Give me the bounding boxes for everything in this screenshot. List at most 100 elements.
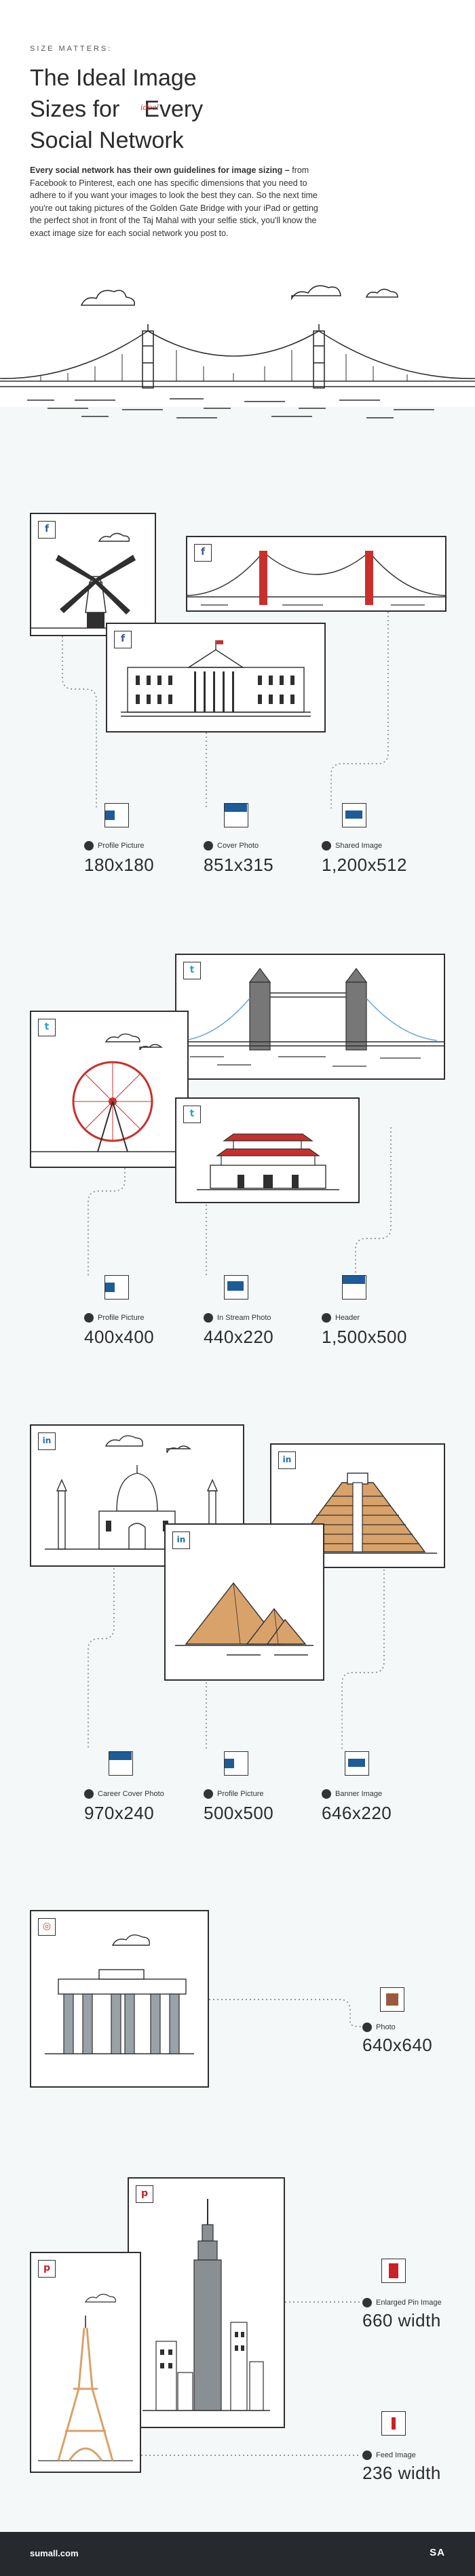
- dimension-icon: [342, 803, 366, 827]
- size-value: 236 width: [362, 2463, 441, 2483]
- ferris-wheel-illustration: [31, 1033, 187, 1152]
- dimension-icon: [104, 1275, 129, 1300]
- white-house-illustration: [121, 640, 311, 717]
- size-label: Banner Image: [335, 1790, 383, 1798]
- size-label: Shared Image: [335, 842, 383, 850]
- size-label: Feed Image: [376, 2451, 416, 2459]
- size-value: 180x180: [84, 855, 155, 875]
- twitter-icon: t: [38, 1019, 56, 1036]
- eiffel-tower-illustration: [38, 2293, 133, 2461]
- facebook-whitehouse-card: f: [106, 623, 326, 733]
- dimension-icon: [345, 1751, 369, 1776]
- pinterest-icon: p: [38, 2260, 56, 2278]
- facebook-icon: f: [38, 521, 56, 539]
- linkedin-career-cover-photo-info: Career Cover Photo 970x240: [84, 1751, 193, 1826]
- bullet-dot: [204, 1313, 213, 1323]
- brand-logo: SA: [430, 2547, 445, 2558]
- dimension-icon: [224, 1275, 248, 1300]
- size-value: 646x220: [322, 1803, 392, 1823]
- taj-mahal-illustration: [45, 1435, 229, 1550]
- size-value: 970x240: [84, 1803, 155, 1823]
- bullet-dot: [204, 1789, 213, 1799]
- bullet-dot: [204, 841, 213, 851]
- size-label: Profile Picture: [217, 1790, 264, 1798]
- footer: sumall.com SA: [0, 2532, 475, 2576]
- bullet-dot: [322, 1789, 331, 1799]
- bullet-dot: [322, 841, 331, 851]
- twitter-tower-bridge-card: t: [175, 954, 445, 1080]
- size-label: In Stream Photo: [217, 1314, 271, 1322]
- size-value: 1,500x500: [322, 1327, 407, 1347]
- twitter-in-stream-photo-info: In Stream Photo 440x220: [204, 1275, 305, 1350]
- pinterest-eiffel-card: p: [30, 2252, 141, 2473]
- facebook-connectors: [62, 612, 389, 808]
- pinterest-empire-state-card: p: [128, 2177, 285, 2428]
- linkedin-banner-image-info: Banner Image 646x220: [322, 1751, 423, 1826]
- bullet-dot: [362, 2298, 372, 2307]
- twitter-london-eye-card: t: [30, 1011, 189, 1168]
- size-value: 1,200x512: [322, 855, 407, 875]
- linkedin-profile-picture-info: Profile Picture 500x500: [204, 1751, 305, 1826]
- brandenburg-gate-illustration: [45, 1934, 194, 2054]
- size-value: 400x400: [84, 1327, 155, 1347]
- linkedin-icon: in: [172, 1531, 190, 1549]
- title-line-2: Sizes for Every: [30, 94, 288, 125]
- size-label: Header: [335, 1314, 360, 1322]
- giza-pyramids-illustration: [175, 1582, 314, 1656]
- tower-bridge-illustration: [176, 968, 444, 1067]
- bullet-dot: [84, 1789, 94, 1799]
- bullet-dot: [362, 2451, 372, 2460]
- dimension-icon: [104, 803, 129, 827]
- pinterest-connectors: [141, 2301, 360, 2456]
- size-value: 500x500: [204, 1803, 274, 1823]
- linkedin-connectors: [88, 1568, 385, 1750]
- twitter-header-info: Header 1,500x500: [322, 1275, 437, 1350]
- instagram-photo-info: Photo 640x640: [362, 1987, 464, 2062]
- instagram-connector: [209, 1999, 362, 2027]
- intro-paragraph: Every social network has their own guide…: [30, 164, 328, 239]
- red-bridge-illustration: [187, 551, 445, 606]
- twitter-connectors: [88, 1127, 392, 1276]
- dimension-icon: [224, 803, 248, 827]
- dimension-icon: [342, 1275, 366, 1300]
- forbidden-city-illustration: [197, 1133, 339, 1190]
- size-value: 440x220: [204, 1327, 274, 1347]
- pinterest-feed-image-info: Feed Image 236 width: [362, 2411, 464, 2486]
- dimension-icon: [381, 2259, 406, 2283]
- title-sizes-for: Sizes for: [30, 96, 120, 122]
- empire-state-illustration: [142, 2199, 270, 2411]
- pinterest-icon: p: [136, 2185, 153, 2203]
- title-line-3: Social Network: [30, 128, 184, 153]
- pinterest-enlarged-pin-info: Enlarged Pin Image 660 width: [362, 2259, 464, 2333]
- bullet-dot: [322, 1313, 331, 1323]
- windmill-illustration: [31, 532, 155, 629]
- instagram-icon: ◎: [38, 1918, 56, 1936]
- kicker-text: SIZE MATTERS:: [30, 45, 113, 53]
- facebook-icon: f: [194, 544, 212, 562]
- intro-rest: from Facebook to Pinterest, each one has…: [30, 165, 318, 238]
- title-every: Every: [144, 96, 204, 122]
- bullet-dot: [362, 2023, 372, 2032]
- title-ideal-note: ideal: [140, 103, 159, 112]
- linkedin-icon: in: [278, 1451, 296, 1469]
- size-value: 851x315: [204, 855, 274, 875]
- facebook-windmill-card: f: [30, 513, 156, 636]
- linkedin-giza-card: in: [164, 1523, 324, 1681]
- size-value: 660 width: [362, 2310, 441, 2330]
- intro-bold: Every social network has their own guide…: [30, 165, 290, 175]
- size-label: Profile Picture: [98, 842, 145, 850]
- twitter-icon: t: [183, 1106, 201, 1123]
- dimension-icon: [381, 2411, 406, 2436]
- facebook-shared-image-info: Shared Image 1,200x512: [322, 803, 437, 878]
- facebook-cover-photo-info: Cover Photo 851x315: [204, 803, 305, 878]
- twitter-profile-picture-info: Profile Picture 400x400: [84, 1275, 186, 1350]
- footer-link[interactable]: sumall.com: [30, 2548, 79, 2558]
- hero-bridge-illustration: [0, 285, 475, 418]
- dimension-icon: [109, 1751, 133, 1776]
- size-label: Photo: [376, 2023, 396, 2031]
- size-label: Enlarged Pin Image: [376, 2299, 442, 2307]
- bullet-dot: [84, 1313, 94, 1323]
- twitter-forbidden-city-card: t: [175, 1097, 360, 1203]
- facebook-profile-picture-info: Profile Picture 180x180: [84, 803, 186, 878]
